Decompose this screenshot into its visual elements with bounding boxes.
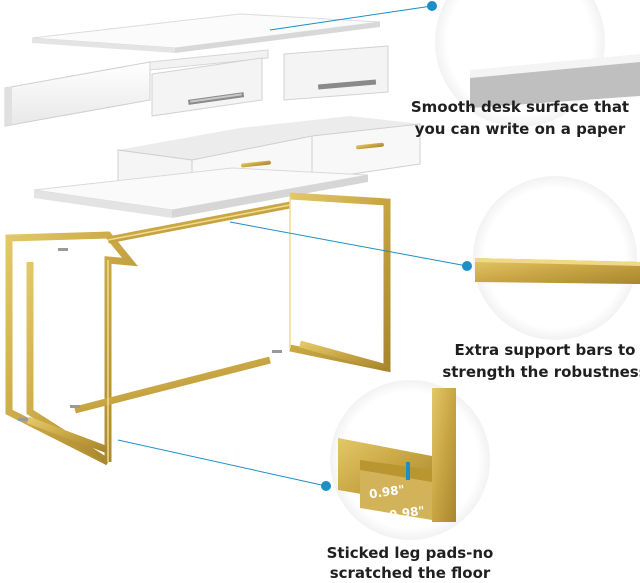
caption-leg-pads: Sticked leg pads-no scratched the floor — [300, 543, 520, 583]
zoom-circle-support-bar — [473, 176, 640, 340]
caption-line: Extra support bars to — [454, 341, 636, 359]
gold-desk-frame — [5, 192, 391, 466]
caption-line: strength the robustness — [442, 363, 640, 381]
drawer-right — [240, 116, 421, 181]
zoom-circle-leg-pad — [330, 380, 490, 540]
drawer-side-panel-left — [151, 57, 263, 117]
drawer-housing — [4, 49, 269, 127]
zoom-circle-surface — [435, 0, 640, 127]
dimension-label-depth: 0.98" — [388, 503, 425, 522]
assembly-screws — [18, 248, 282, 421]
drawer-right-handle — [356, 142, 384, 150]
callout-dots — [321, 1, 472, 491]
caption-line: scratched the floor — [329, 564, 491, 582]
drawer-side-panel-right — [283, 45, 389, 101]
dimension-label-width: 0.98" — [368, 482, 405, 501]
desk-top-panel — [31, 13, 381, 53]
caption-line: Sticked leg pads-no — [326, 544, 494, 562]
frame-inner-highlight — [107, 196, 291, 462]
caption-line: Smooth desk surface that — [410, 98, 630, 116]
caption-support-bars: Extra support bars to strength the robus… — [440, 339, 640, 383]
caption-line: you can write on a paper — [414, 120, 626, 138]
drawer-left-handle — [241, 160, 271, 168]
callout-lines — [117, 5, 468, 487]
caption-desk-surface: Smooth desk surface that you can write o… — [395, 96, 640, 140]
desk-bottom-board — [33, 167, 369, 218]
